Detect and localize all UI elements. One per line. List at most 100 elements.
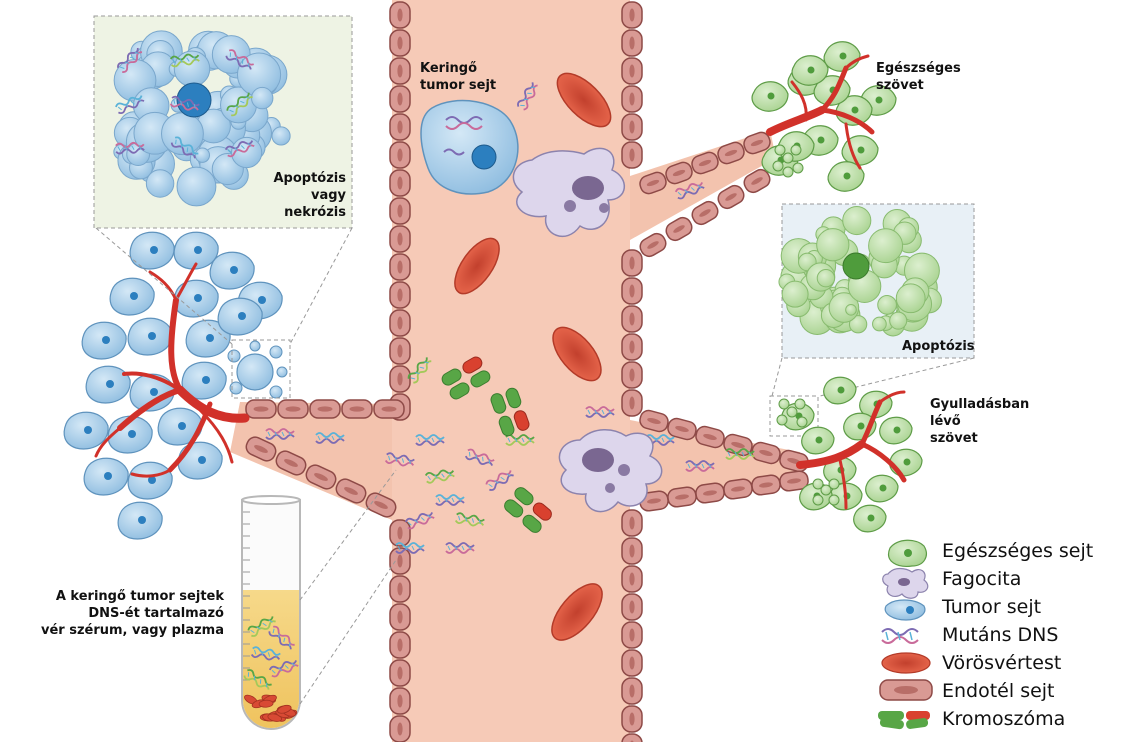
endothelial-cell [389,141,411,169]
endothelial-cell [305,464,337,490]
dna-fragment [169,53,200,68]
endothelial-cell [389,715,411,742]
healthy-cell [791,55,829,86]
endothelial-cell [389,687,411,715]
endothelial-cell [389,281,411,309]
endothelial-cell [743,168,771,194]
legend-item-red-blood-cell: Vörösvértest [870,650,1132,677]
endothelial-cell [389,169,411,197]
phagocyte-lower [558,429,663,513]
endothelial-cell [665,161,693,185]
dna-fragment [435,494,465,506]
dna-fragment [247,616,276,637]
dna-fragment [404,512,435,530]
endothelial-cell [621,677,643,705]
tumor-cell [217,297,263,336]
legend-label: Fagocita [942,568,1022,590]
dna-fragment [485,470,514,491]
legend-item-chromosome: Kromoszóma [870,706,1132,733]
endothelial-cell-icon [879,679,933,701]
tumor-cell [173,279,219,318]
apoptosis-necrosis-inset [93,15,353,399]
chromosome [504,487,552,533]
chromosomes [441,356,552,533]
tumor-tissue [63,231,288,540]
endothelial-cell [667,417,697,441]
legend-item-tumor-cell: Tumor sejt [870,594,1132,621]
endothelial-cell [335,478,367,504]
endothelial-cell [621,85,643,113]
healthy-cell [751,81,789,112]
endothelial-cell [621,305,643,333]
endothelial-cell [389,519,411,547]
dna-fragment [243,669,272,690]
healthy-cell [827,161,865,192]
red-blood-cells [454,72,612,641]
dna-fragment [226,92,253,117]
tumor-cell [85,365,131,404]
endothelial-cell [245,399,277,419]
tumor-cell [127,317,173,356]
legend-label: Vörösvértest [942,652,1062,674]
endothelial-cell [621,249,643,277]
apoptosis-inset [769,203,975,437]
endothelial-walls [245,1,809,742]
dna-fragment [384,452,415,467]
endothelial-cell [639,232,667,258]
chromosome [441,356,491,400]
endothelial-cell [389,197,411,225]
tumor-cell [157,407,203,446]
healthy-cell [823,41,861,72]
endothelial-cell [389,225,411,253]
endothelial-cell [341,399,373,419]
circulating-dna [265,82,755,554]
endothelial-cell [751,474,781,496]
dna-fragment [415,434,445,446]
label-serum-plasma: A keringő tumor sejtek DNS-ét tartalmazó… [41,589,224,638]
healthy-cell-icon [888,539,927,567]
endothelial-cell [621,649,643,677]
tumor-cell [127,461,173,500]
dna-fragment [315,432,345,444]
mutant-dna-icon [881,628,919,644]
tumor-cell [173,231,219,270]
dna-fragment [225,49,255,70]
dna-fragment [268,625,295,650]
healthy-tissue [751,41,897,192]
endothelial-cell [621,141,643,169]
endothelial-cell [639,409,669,433]
endothelial-cell [621,389,643,417]
tumor-cell [177,441,223,480]
endothelial-cell [373,399,405,419]
legend-item-mutant-dna: Mutáns DNS [870,622,1132,649]
legend-label: Endotél sejt [942,680,1055,702]
endothelial-cell [389,29,411,57]
inflamed-cell [889,448,923,477]
dna-fragment [445,542,475,554]
dna-fragment [250,646,281,661]
legend-item-phagocyte: Fagocita [870,566,1132,593]
endothelial-cell [365,492,397,518]
inflamed-cell [853,504,887,533]
endothelial-cell [277,399,309,419]
inflamed-tissue [776,376,923,533]
endothelial-cell [779,470,809,492]
dna-fragment [407,357,432,384]
tumor-cell [129,373,175,412]
label-inflamed-tissue: Gyulladásban lévő szövet [930,397,1030,446]
endothelial-cell [389,309,411,337]
inflamed-cell [865,474,899,503]
endothelial-cell [695,482,725,504]
dna-fragment [585,406,615,418]
legend-label: Tumor sejt [942,596,1042,618]
tumor-cell [209,251,255,290]
endothelial-cell [621,361,643,389]
endothelial-cell [621,333,643,361]
phagocyte-upper [512,147,625,238]
tumor-cell [117,501,163,540]
endothelial-cell [691,200,719,226]
test-tube [241,495,301,730]
inflamed-cell [823,376,857,405]
dna-fragment [268,660,299,678]
